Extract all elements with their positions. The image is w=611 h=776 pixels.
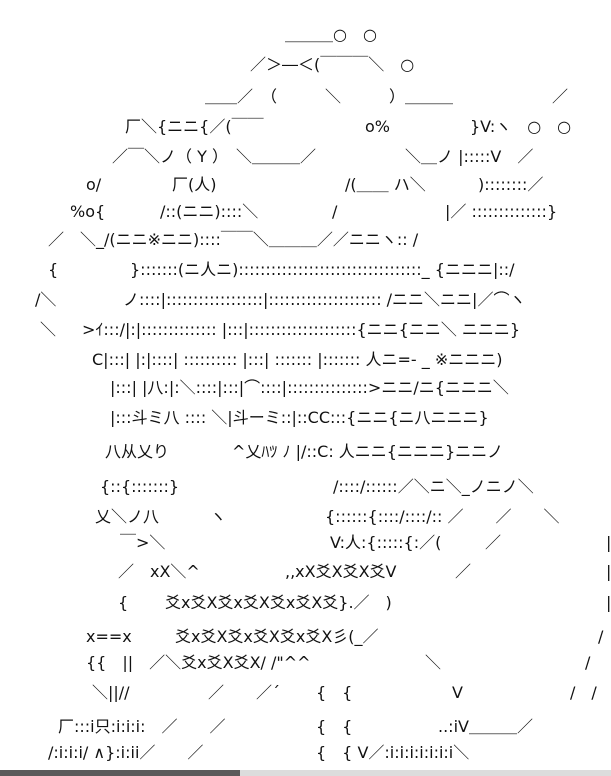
art-line: | xyxy=(606,533,611,552)
art-line: {{ || ／＼爻x爻X爻X/ /"^^ xyxy=(86,653,311,672)
art-line: 厂＼{ニニ{／(￣￣ xyxy=(125,117,264,136)
art-line: | xyxy=(606,593,611,612)
art-line: ＿＿＿○ ○ xyxy=(285,25,377,44)
art-line: ヽ xyxy=(210,507,227,526)
art-line: | xyxy=(606,562,611,581)
art-line: ／ ＼_/(ニニ※ニニ)::::￣￣＼＿＿＿／／ニニヽ:: / xyxy=(48,230,419,249)
art-line: |:::斗ミ八 :::: ＼|斗ーミ::|::CC:::{ニニ{ニ八ニニニ} xyxy=(110,408,489,427)
art-line: ..:iV＿＿＿／ xyxy=(438,717,533,736)
art-line: 乂＼ノ八 xyxy=(95,507,160,526)
art-line: ノ::::|::::::::::::::::::|:::::::::::::::… xyxy=(123,290,526,309)
art-line: /:i:i:i/ ∧}:i:ii／ ／ xyxy=(48,743,204,762)
art-line: ／ xyxy=(455,562,472,581)
art-line: |／ ::::::::::::::} xyxy=(445,202,558,221)
art-line: { xyxy=(48,260,59,279)
art-line: V:人:{:::::{:／( xyxy=(330,533,442,552)
scrollbar-thumb[interactable] xyxy=(0,770,240,776)
art-line: ＼ xyxy=(425,653,442,672)
art-line: ＿＿／ （ ＼ ）＿＿＿ xyxy=(205,87,454,106)
art-line: >ｲ:::/|:|:::::::::::::: |:::|:::::::::::… xyxy=(82,320,521,339)
art-line: ／ ／´ xyxy=(208,683,281,702)
art-line: )::::::::／ xyxy=(478,175,544,194)
art-line: { xyxy=(118,593,129,612)
art-line: / / xyxy=(570,683,597,702)
art-line: ／￣＼ノ（ Y ） ＼＿＿＿／ xyxy=(112,147,316,166)
art-line: / xyxy=(585,653,591,672)
art-line: 厂(人) xyxy=(172,175,217,194)
art-line: 厂:::i只:i:i:i: ／ ／ xyxy=(58,717,226,736)
art-line: 八从乂り xyxy=(105,442,170,461)
art-line: /(＿＿ ハ＼ xyxy=(345,175,426,194)
art-line: { { V／:i:i:i:i:i:i:i＼ xyxy=(316,743,470,762)
art-line: /＼ xyxy=(35,290,57,309)
art-line: ／ xyxy=(485,533,502,552)
art-line: ＼ xyxy=(40,320,57,339)
art-line: ^乂ﾊﾂ ﾉ |/::C: 人ニニ{ニニニ}ニニノ xyxy=(232,442,504,461)
horizontal-scrollbar[interactable] xyxy=(0,770,611,776)
art-line: ／ xX＼^ xyxy=(118,562,200,581)
art-line: o/ xyxy=(86,175,102,194)
art-line: /::(ニニ)::::＼ xyxy=(160,202,259,221)
art-line: / xyxy=(598,627,604,646)
art-line: / xyxy=(332,202,338,221)
art-line: 爻x爻X爻x爻X爻x爻X彡(_／ xyxy=(175,627,379,646)
art-line: ／ xyxy=(552,87,569,106)
art-line: 爻x爻X爻x爻X爻x爻X爻}.／ ) xyxy=(165,593,392,612)
art-line: ＼||// xyxy=(92,683,130,702)
art-line: {::::::{::::/::::/:: ／ ／ ＼ xyxy=(325,507,560,526)
art-line: o% xyxy=(365,117,390,136)
art-line: ￣>＼ xyxy=(120,533,166,552)
art-line: { { xyxy=(316,683,353,702)
art-line: ＼＿ノ |:::::V ／ xyxy=(405,147,534,166)
art-line: /::::/::::::／＼ニ＼_ノニノ＼ xyxy=(333,477,534,496)
art-line: ,,xX爻X爻X爻V xyxy=(285,562,397,581)
art-line: x==x xyxy=(86,627,132,646)
art-line: }V:ヽ ○ ○ xyxy=(470,117,572,136)
art-line: }:::::::(ニ人ニ):::::::::::::::::::::::::::… xyxy=(130,260,515,279)
art-line: { { xyxy=(316,717,353,736)
art-line: V xyxy=(452,683,463,702)
art-line: C|:::| |:|::::| :::::::::: |:::| :::::::… xyxy=(92,350,503,369)
art-line: {::{:::::::} xyxy=(100,477,180,496)
art-line: |:::| |八:|:＼::::|:::|⌒::::|:::::::::::::… xyxy=(110,378,509,397)
art-line: %o{ xyxy=(70,202,106,221)
art-line: ／＞―＜(￣￣￣＼ ○ xyxy=(250,55,415,74)
